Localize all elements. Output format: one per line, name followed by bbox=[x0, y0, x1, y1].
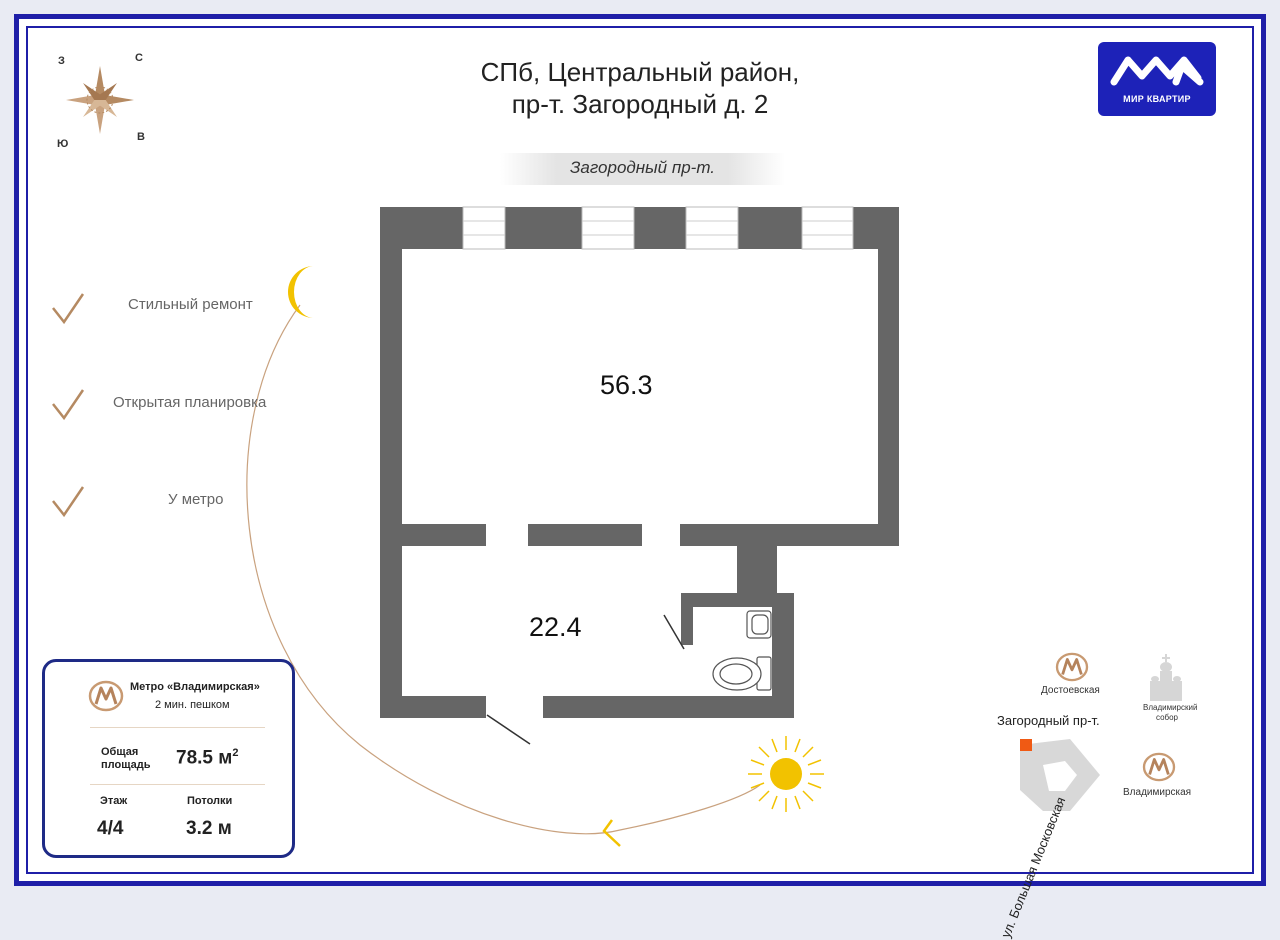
toilet-icon bbox=[712, 656, 772, 691]
title-line-2: пр-т. Загородный д. 2 bbox=[511, 89, 769, 119]
sink-icon bbox=[746, 610, 772, 639]
brand-logo-mark-icon bbox=[1110, 56, 1204, 86]
total-area-label-line-2: площадь bbox=[101, 759, 151, 771]
map-cathedral-line-2: собор bbox=[1155, 713, 1179, 722]
total-area-label: Общая площадь bbox=[101, 746, 150, 772]
title-line-1: СПб, Центральный район, bbox=[480, 57, 800, 87]
feature-item-3: У метро bbox=[168, 491, 224, 508]
total-area-label-line-1: Общая bbox=[101, 746, 139, 758]
check-icon bbox=[52, 486, 85, 518]
page-title: СПб, Центральный район, пр-т. Загородный… bbox=[340, 56, 940, 120]
floor-value: 4/4 bbox=[97, 818, 124, 839]
floor-label: Этаж bbox=[100, 795, 128, 807]
total-area-value: 78.5 м2 bbox=[176, 747, 238, 769]
info-card bbox=[42, 659, 295, 858]
total-area-number: 78.5 м bbox=[176, 747, 233, 769]
ceiling-label: Потолки bbox=[187, 795, 233, 807]
floor-plan bbox=[380, 206, 899, 745]
feature-item-1: Стильный ремонт bbox=[128, 296, 253, 313]
room-area-second: 22.4 bbox=[529, 612, 582, 642]
entrance-door bbox=[486, 714, 531, 745]
check-icon bbox=[52, 293, 85, 325]
brand-logo[interactable] bbox=[1098, 42, 1216, 116]
feature-item-2: Открытая планировка bbox=[113, 394, 267, 411]
compass-south-label: Ю bbox=[57, 138, 69, 150]
metro-icon bbox=[88, 680, 124, 712]
brand-logo-text: МИР КВАРТИР bbox=[1123, 94, 1191, 104]
street-banner bbox=[500, 153, 785, 185]
compass-rose-icon bbox=[66, 66, 134, 134]
metro-station-name: Метро «Владимирская» bbox=[130, 681, 260, 693]
compass-east-label: В bbox=[137, 131, 145, 143]
card-divider bbox=[90, 784, 265, 785]
room-area-main: 56.3 bbox=[600, 370, 653, 400]
floor-plan-windows bbox=[462, 206, 854, 250]
compass-north-label: С bbox=[135, 52, 143, 64]
map-street-zagorodny: Загородный пр-т. bbox=[997, 713, 1100, 728]
cathedral-icon bbox=[1150, 654, 1182, 701]
map-metro-dostoevskaya: Достоевская bbox=[1041, 685, 1100, 696]
sun-path-arc bbox=[246, 304, 761, 847]
bathroom-door bbox=[663, 614, 685, 650]
map-location-marker bbox=[1020, 739, 1032, 751]
compass-west-label: З bbox=[58, 55, 65, 67]
card-divider bbox=[90, 727, 265, 728]
floor-plan-walls bbox=[380, 207, 899, 718]
check-icon bbox=[52, 389, 85, 421]
street-banner-label: Загородный пр-т. bbox=[569, 158, 716, 177]
map-cathedral-line-1: Владимирский bbox=[1143, 703, 1198, 712]
total-area-unit-sup: 2 bbox=[232, 747, 239, 759]
ceiling-value: 3.2 м bbox=[186, 818, 232, 839]
metro-icon bbox=[1142, 752, 1176, 782]
map-building-shape bbox=[1020, 739, 1100, 811]
inner-frame bbox=[26, 26, 1254, 874]
map-cathedral-label: Владимирский собор bbox=[1143, 703, 1198, 723]
moon-icon bbox=[288, 266, 314, 318]
metro-icon bbox=[1055, 652, 1089, 682]
map-metro-vladimirskaya: Владимирская bbox=[1123, 787, 1192, 798]
sun-icon bbox=[748, 736, 824, 812]
metro-walk-time: 2 мин. пешком bbox=[155, 699, 230, 711]
